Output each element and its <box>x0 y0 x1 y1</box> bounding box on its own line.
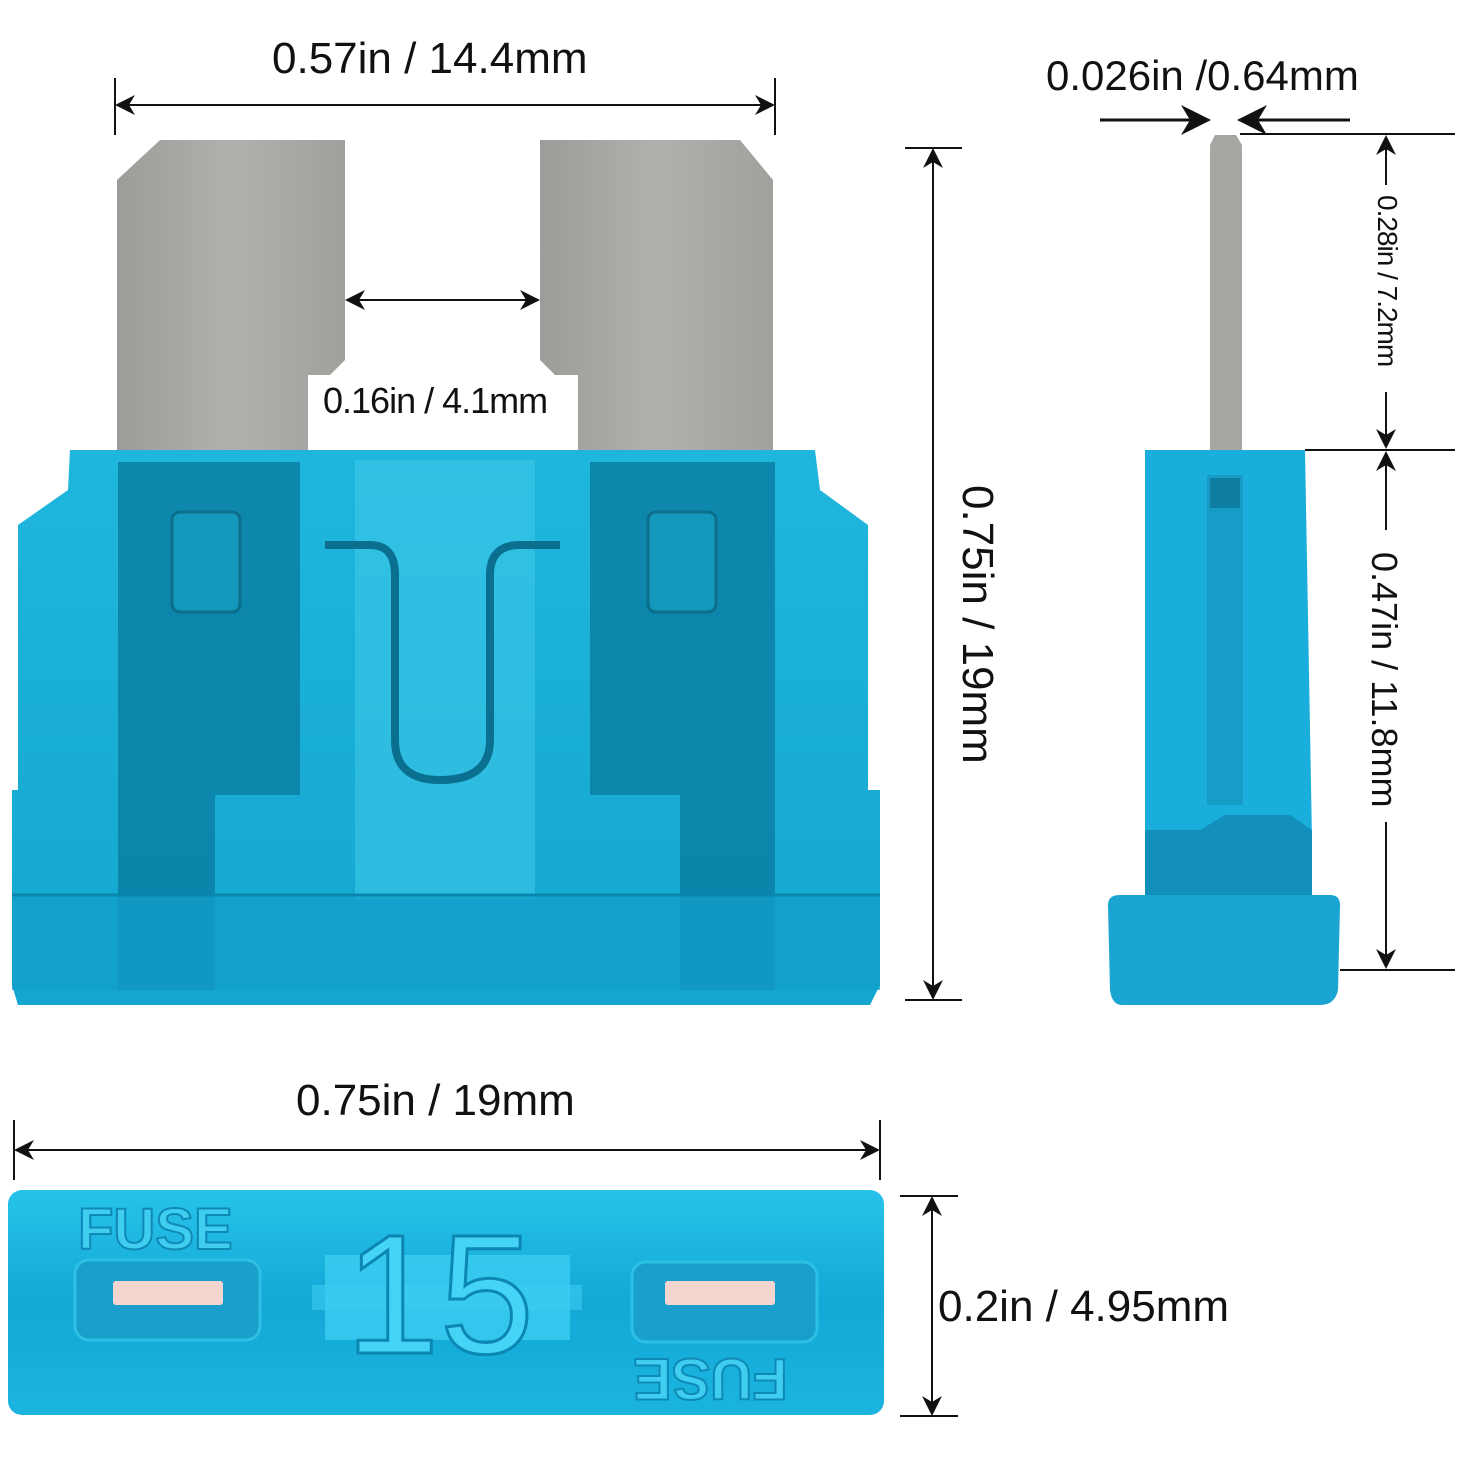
fuse-marking-bottom-right: FUSE <box>632 1345 789 1412</box>
right-blade <box>540 140 773 455</box>
blade-length-label: 0.28in / 7.2mm <box>1372 195 1403 367</box>
top-thickness-label: 0.2in / 4.95mm <box>938 1282 1230 1331</box>
fuse-marking-top-left: FUSE <box>77 1196 234 1263</box>
left-blade <box>117 140 345 455</box>
front-view-fuse <box>12 140 880 1005</box>
front-width-label: 0.57in / 14.4mm <box>272 34 588 83</box>
fuse-rating: 15 <box>343 1200 535 1390</box>
blade-gap-label: 0.16in / 4.1mm <box>323 380 548 421</box>
side-blade <box>1210 135 1242 450</box>
side-body-height-label: 0.47in / 11.8mm <box>1364 552 1405 808</box>
top-length-label: 0.75in / 19mm <box>296 1076 575 1125</box>
side-view-fuse <box>1108 135 1340 1005</box>
blade-thickness-label: 0.026in /0.64mm <box>1046 52 1359 99</box>
top-view-fuse <box>8 1190 884 1415</box>
front-height-label: 0.75in / 19mm <box>953 485 1002 764</box>
